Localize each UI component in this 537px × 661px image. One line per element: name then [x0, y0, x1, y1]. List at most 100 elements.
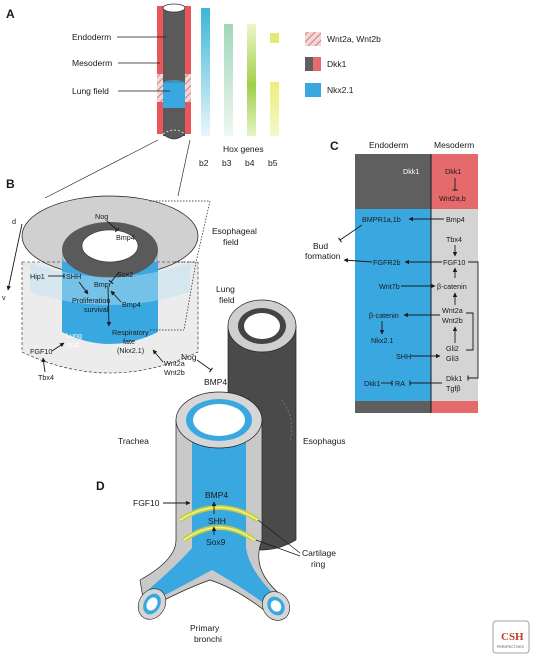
endoderm-nkx-zone [355, 209, 431, 401]
gli3-label: Gli3 [446, 354, 459, 363]
panel-c: C Endoderm Mesoderm Dkk1 Dkk1 Wnt2a,b BM… [305, 139, 479, 413]
bronchi-label-2: bronchi [194, 634, 222, 644]
svg-text:PERSPECTIVES: PERSPECTIVES [497, 645, 525, 649]
hox-b4-bar [247, 24, 256, 136]
panel-a: A Endoderm Mesoderm Lung field Hox gen [6, 3, 381, 199]
legend-wnt-swatch [305, 32, 321, 46]
tube-lumen-top [162, 3, 186, 13]
respiratory-label-3: (Nkx2.1) [117, 346, 144, 355]
shh-label-c: SHH [396, 352, 411, 361]
esophagus-label: Esophagus [303, 436, 346, 446]
fgf10-label-b: FGF10 [30, 347, 52, 356]
shh-label: SHH [66, 272, 81, 281]
wnt2b-label-c: Wnt2b [442, 316, 463, 325]
hox-b5-bar-lower [270, 82, 279, 136]
panel-d-letter: D [96, 479, 105, 493]
wnt-domain-right [185, 74, 191, 102]
ventral-label: v [2, 293, 6, 302]
wnt2a-label-b: Wnt2a [164, 359, 185, 368]
lung-field-label: Lung field [72, 86, 109, 96]
fgfr2b-label: FGFR2b [373, 258, 401, 267]
endoderm-layer [163, 8, 185, 136]
hox-b4-label: b4 [245, 158, 255, 168]
wnt7b-label: Wnt7b [379, 282, 400, 291]
tbx4-label-b: Tbx4 [38, 373, 54, 382]
trachea [137, 391, 290, 621]
panel-b: B d v Nog Bmp4 Hip1 SHH Sox2 Bmpr Bmp4 [2, 177, 257, 382]
bmp4-top-label: Bmp4 [116, 233, 135, 242]
legend-dkk1-label: Dkk1 [327, 59, 347, 69]
bronchi-label-1: Primary [190, 623, 220, 633]
mesoderm-label: Mesoderm [72, 58, 112, 68]
dorsal-label: d [12, 217, 16, 226]
dkk1-top-right: Dkk1 [445, 167, 461, 176]
bmp4-top-label-d: BMP4 [204, 377, 227, 387]
bud-formation-2: formation [305, 251, 341, 261]
hip1-label: Hip1 [30, 272, 45, 281]
mesoderm-grey-zone [431, 209, 478, 401]
legend-dkk1-swatch-red [313, 57, 321, 71]
bud-formation-1: Bud [313, 241, 328, 251]
dkk1-right-label: Dkk1 [446, 374, 462, 383]
bmp4-right-label: Bmp4 [122, 300, 141, 309]
hox-b5-bar-upper [270, 33, 279, 43]
lung-field-label-b-1: Lung [216, 284, 235, 294]
respiratory-label-1: Respiratory [112, 328, 149, 337]
lung-field-label-b-2: field [219, 295, 235, 305]
panel-a-legend: Wnt2a, Wnt2b Dkk1 Nkx2.1 [305, 32, 381, 97]
wnt2b-label-b: Wnt2b [164, 368, 185, 377]
tbx4-label-c: Tbx4 [446, 235, 462, 244]
nkx21-domain [163, 83, 185, 108]
proliferation-label: Proliferation [72, 296, 110, 305]
mesoderm-wnt-zone [431, 154, 478, 209]
cartilage-label-2: ring [311, 559, 325, 569]
tgfb-label: Tgfβ [446, 384, 461, 393]
esophageal-field-label-1: Esophageal [212, 226, 257, 236]
gli2-label: Gli2 [446, 344, 459, 353]
panel-c-letter: C [330, 139, 339, 153]
hox-genes-title: Hox genes [223, 144, 264, 154]
endoderm-label: Endoderm [72, 32, 111, 42]
trachea-label: Trachea [118, 436, 149, 446]
hox-gene-bars [201, 8, 279, 136]
dkk1-bottom-label: Dkk1 [364, 379, 380, 388]
beta-catenin-right: β-catenin [437, 282, 467, 291]
trachea-lumen [193, 404, 245, 436]
svg-text:CSH: CSH [501, 631, 524, 643]
nkx21-label-c: Nkx2.1 [371, 336, 393, 345]
bmpr-label: Bmpr [94, 280, 112, 289]
fgf10-label-c: FGF10 [443, 258, 465, 267]
wnt2ab-label: Wnt2a,b [439, 194, 466, 203]
wnt2a-label-c: Wnt2a [442, 306, 463, 315]
dkk1-top-left: Dkk1 [403, 167, 419, 176]
lumen [81, 229, 139, 263]
shh-label-d: SHH [208, 516, 226, 526]
survival-label: survival [84, 305, 109, 314]
legend-wnt-label: Wnt2a, Wnt2b [327, 34, 381, 44]
hox-b2-label: b2 [199, 158, 209, 168]
wnt-domain-left [157, 74, 163, 102]
cartilage-label-1: Cartilage [302, 548, 336, 558]
legend-nkx-label: Nkx2.1 [327, 85, 354, 95]
foregut-tube [157, 3, 191, 140]
respiratory-label-2: fate [123, 337, 135, 346]
sox2-label: Sox2 [117, 270, 133, 279]
lung-bud-endoderm [62, 262, 158, 344]
mesoderm-header: Mesoderm [434, 140, 474, 150]
csh-perspectives-logo: CSH PERSPECTIVES [492, 620, 530, 654]
bmp4-label-d: BMP4 [205, 490, 228, 500]
bmp4-label-c: Bmp4 [446, 215, 465, 224]
hox-b5-label: b5 [268, 158, 278, 168]
fgf10-label-d: FGF10 [133, 498, 160, 508]
endoderm-dkk1-zone [355, 154, 431, 209]
esophageal-field-label-2: field [223, 237, 239, 247]
nog-label: Nog [95, 212, 108, 221]
panel-b-letter: B [6, 177, 15, 191]
panel-a-letter: A [6, 7, 15, 21]
dv-axis-arrow [6, 223, 23, 291]
hox-b3-bar [224, 24, 233, 136]
legend-nkx-swatch [305, 83, 321, 97]
ra-label: RA [395, 379, 405, 388]
beta-catenin-left: β-catenin [369, 311, 399, 320]
